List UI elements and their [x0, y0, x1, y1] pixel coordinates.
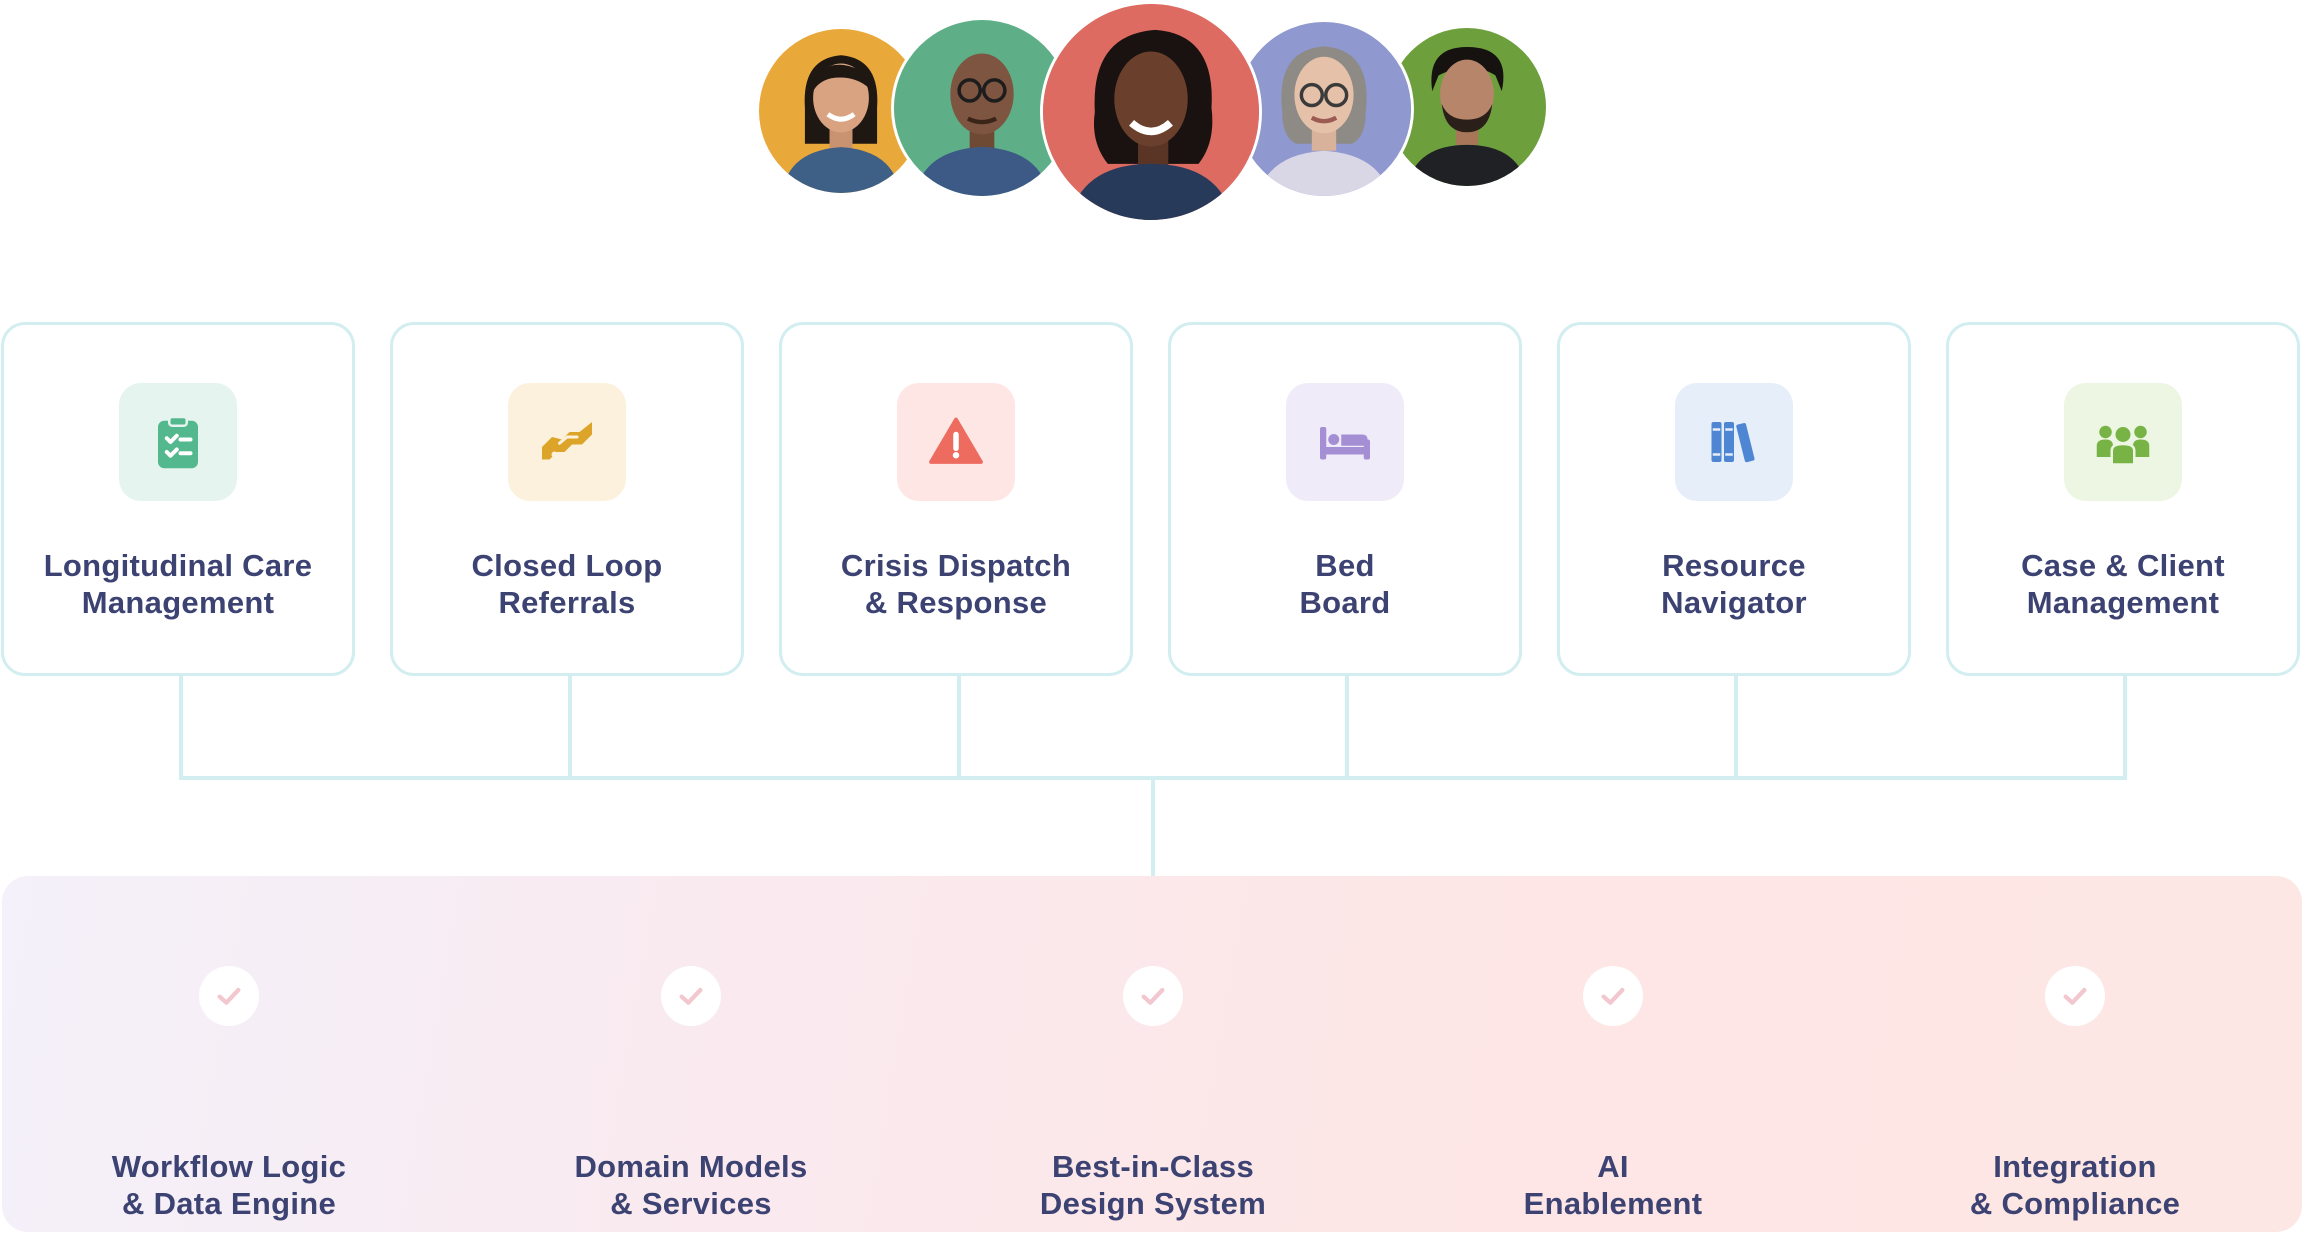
warning-triangle-icon [929, 417, 983, 464]
check-circle [2045, 966, 2105, 1026]
pillar-label: Domain Models & Services [574, 1149, 808, 1221]
avatar [1237, 22, 1411, 196]
card-icon-badge [897, 383, 1015, 501]
pillar-label: Integration & Compliance [1969, 1149, 2181, 1221]
clipboard-checklist-icon [158, 415, 198, 469]
checkmark-icon [1141, 987, 1165, 1005]
card-icon-badge [508, 383, 626, 501]
people-group-icon [2096, 425, 2150, 466]
pillar-label: Best-in-Class Design System [1039, 1149, 1267, 1221]
checkmark-icon [2063, 987, 2087, 1005]
product-card-closed-loop-referrals[interactable]: Closed Loop Referrals [390, 322, 744, 676]
avatar [894, 20, 1070, 196]
card-icon-badge [2064, 383, 2182, 501]
pillar-label: Workflow Logic & Data Engine [111, 1149, 347, 1221]
avatar-man-green-bg-image [1388, 28, 1546, 186]
product-card-resource-navigator[interactable]: Resource Navigator [1557, 322, 1911, 676]
avatar-man-glasses-green-bg-image [894, 20, 1070, 196]
check-circle [661, 966, 721, 1026]
check-circle [1123, 966, 1183, 1026]
avatar [1388, 28, 1546, 186]
handshake-icon [542, 422, 592, 460]
card-title: Closed Loop Referrals [471, 548, 663, 620]
checkmark-icon [217, 987, 241, 1005]
card-icon-badge [1286, 383, 1404, 501]
card-title: Bed Board [1299, 548, 1391, 620]
pillar-label: AI Enablement [1523, 1149, 1703, 1221]
avatar-woman-glasses-blue-bg-image [1237, 22, 1411, 196]
check-circle [199, 966, 259, 1026]
card-title: Resource Navigator [1661, 548, 1807, 620]
product-card-crisis-dispatch-response[interactable]: Crisis Dispatch & Response [779, 322, 1133, 676]
card-title: Crisis Dispatch & Response [840, 548, 1072, 620]
avatar [1043, 4, 1259, 220]
books-icon [1711, 422, 1755, 463]
avatar-group [0, 0, 2304, 220]
product-card-longitudinal-care-management[interactable]: Longitudinal Care Management [1, 322, 355, 676]
card-icon-badge [1675, 383, 1793, 501]
checkmark-icon [679, 987, 703, 1005]
avatar-woman-red-bg-image [1043, 4, 1259, 220]
foundation-panel: Workflow Logic & Data Engine Domain Mode… [2, 876, 2302, 1232]
card-title: Case & Client Management [2021, 548, 2225, 620]
bed-icon [1320, 427, 1370, 460]
card-title: Longitudinal Care Management [43, 548, 313, 620]
checkmark-icon [1601, 987, 1625, 1005]
check-circle [1583, 966, 1643, 1026]
card-icon-badge [119, 383, 237, 501]
product-card-bed-board[interactable]: Bed Board [1168, 322, 1522, 676]
product-card-case-client-management[interactable]: Case & Client Management [1946, 322, 2300, 676]
